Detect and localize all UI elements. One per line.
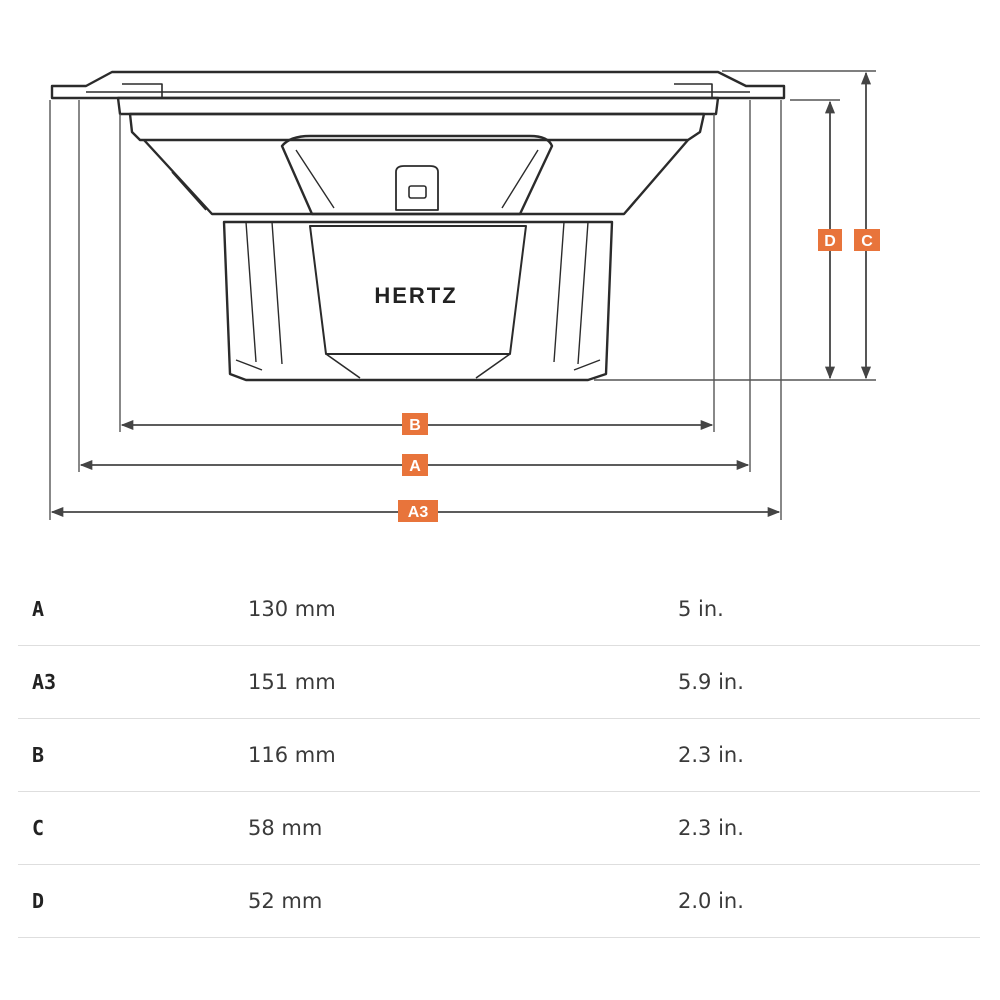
- dimension-label-b: B: [402, 413, 428, 435]
- table-row: D 52 mm 2.0 in.: [18, 865, 980, 938]
- dimension-mm: 58 mm: [248, 816, 323, 840]
- dimension-mm: 151 mm: [248, 670, 336, 694]
- brand-logo: HERTZ: [374, 283, 457, 308]
- dimension-label: B: [32, 743, 45, 767]
- table-row: A3 151 mm 5.9 in.: [18, 646, 980, 719]
- dimension-mm: 130 mm: [248, 597, 336, 621]
- dimension-label-a: A: [402, 454, 428, 476]
- dimensions-table: A 130 mm 5 in. A3 151 mm 5.9 in. B 116 m…: [18, 573, 980, 938]
- svg-text:B: B: [409, 417, 421, 434]
- svg-text:A3: A3: [408, 504, 429, 521]
- table-row: A 130 mm 5 in.: [18, 573, 980, 646]
- speaker-dimension-diagram: HERTZ B A A3 D C: [49, 70, 880, 522]
- dimension-label-c: C: [854, 229, 880, 251]
- dimension-mm: 52 mm: [248, 889, 323, 913]
- dimension-inch: 2.3 in.: [678, 816, 744, 840]
- dimension-inch: 2.3 in.: [678, 743, 744, 767]
- table-row: B 116 mm 2.3 in.: [18, 719, 980, 792]
- dimension-label-a3: A3: [398, 500, 438, 522]
- dimension-label: C: [32, 816, 45, 840]
- table-row: C 58 mm 2.3 in.: [18, 792, 980, 865]
- dimension-inch: 5 in.: [678, 597, 724, 621]
- svg-text:A: A: [409, 458, 421, 475]
- dimension-inch: 2.0 in.: [678, 889, 744, 913]
- dimension-label: A: [32, 597, 45, 621]
- dimension-mm: 116 mm: [248, 743, 336, 767]
- svg-text:C: C: [861, 233, 873, 250]
- extension-lines: [49, 70, 876, 520]
- dimension-label: D: [32, 889, 45, 913]
- dimension-inch: 5.9 in.: [678, 670, 744, 694]
- dimension-label: A3: [32, 670, 57, 694]
- svg-text:D: D: [824, 233, 836, 250]
- dimension-label-d: D: [818, 229, 842, 251]
- speaker-side-view: [50, 70, 786, 382]
